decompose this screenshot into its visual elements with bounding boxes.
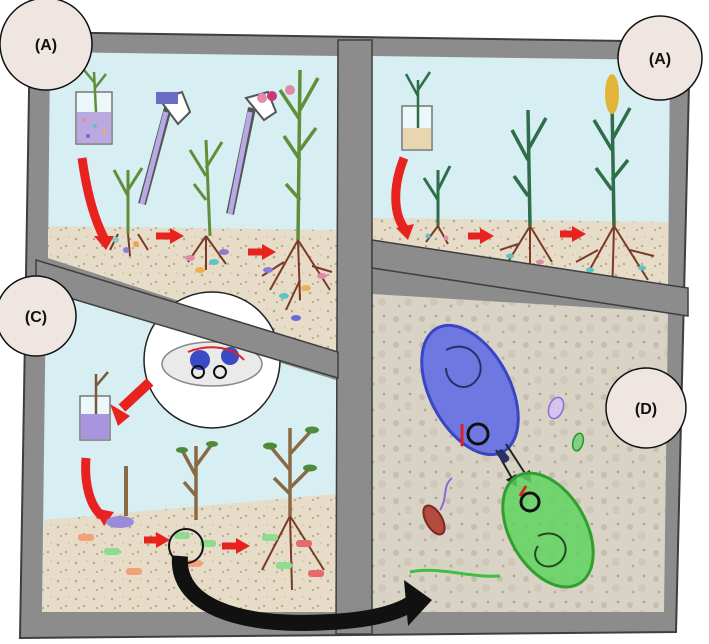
beaker-icon	[75, 69, 113, 145]
plant-icon	[78, 466, 142, 575]
plant-icon	[185, 139, 229, 273]
panel-label-top-left: (A)	[0, 0, 93, 91]
panel-label-bottom-left: (C)	[0, 275, 77, 357]
beaker-icon	[401, 71, 433, 151]
red-arrow-icon	[391, 156, 409, 231]
red-arrow-icon	[118, 378, 154, 412]
bacterium-icon	[409, 471, 595, 589]
plant-icon	[422, 165, 452, 245]
plant-icon	[109, 167, 149, 257]
panel-top-right	[370, 56, 670, 299]
panel-label-top-right: (A)	[617, 15, 703, 101]
plant-icon	[499, 109, 553, 272]
panel-bottom-right	[372, 294, 668, 612]
pipette-icon	[138, 90, 192, 206]
svg-text:(A): (A)	[35, 37, 57, 54]
flower-icon	[257, 85, 295, 103]
frame-dividers	[35, 39, 689, 635]
plant-icon	[257, 69, 333, 321]
transition-arrow-icon	[171, 555, 432, 631]
panel-bottom-left	[42, 290, 336, 612]
red-arrow-icon	[77, 157, 109, 241]
panel-label-bottom-right: (D)	[605, 367, 687, 449]
beaker-icon	[79, 371, 111, 441]
bacterium-icon	[422, 477, 453, 536]
bacterium-icon	[571, 432, 585, 452]
svg-text:(D): (D)	[635, 401, 657, 418]
bacterium-icon	[547, 396, 565, 420]
svg-text:(C): (C)	[25, 309, 47, 326]
wheat-ear-icon	[605, 74, 619, 114]
svg-text:(A): (A)	[649, 51, 671, 68]
plant-icon	[261, 426, 325, 591]
